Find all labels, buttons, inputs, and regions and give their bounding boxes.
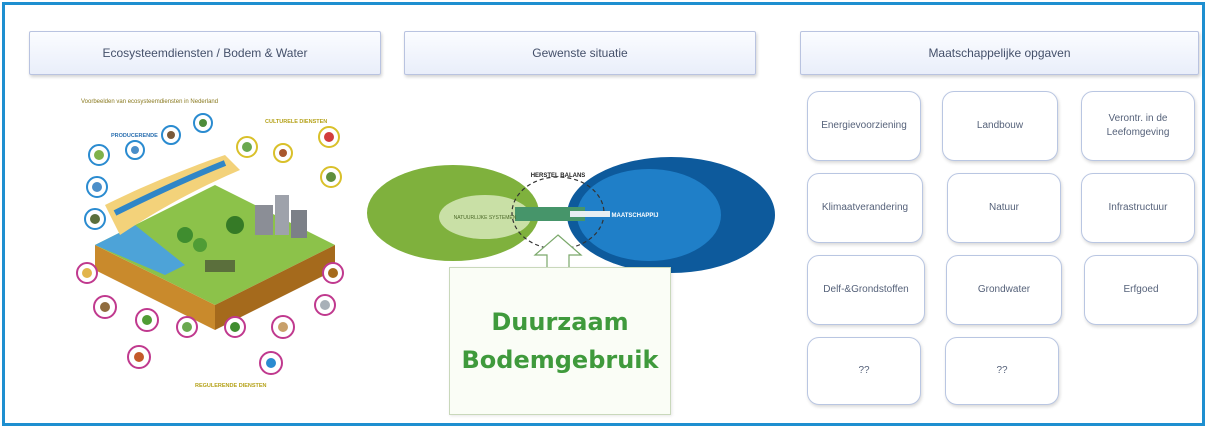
society-label: MAATSCHAPPIJ: [612, 213, 659, 219]
header-ecosysteemdiensten: Ecosysteemdiensten / Bodem & Water: [29, 31, 381, 75]
header-maatschappelijke-opgaven: Maatschappelijke opgaven: [800, 31, 1199, 75]
balance-arrow-highlight: [570, 211, 610, 217]
duurzaam-line1: Duurzaam: [491, 308, 629, 336]
slide-frame: Ecosysteemdiensten / Bodem & Water Gewen…: [2, 2, 1205, 426]
label-regulerende: REGULERENDE DIENSTEN: [195, 383, 267, 389]
up-arrow: [533, 234, 583, 275]
opgave-natuur: Natuur: [947, 173, 1061, 243]
opgave-verontreiniging: Verontr. in de Leefomgeving: [1081, 91, 1195, 161]
opgave-energievoorziening: Energievoorziening: [807, 91, 921, 161]
opgave-delf-grondstoffen: Delf-&Grondstoffen: [807, 255, 925, 325]
header-gewenste-situatie: Gewenste situatie: [404, 31, 756, 75]
ecosystem-services-illustration: Voorbeelden van ecosysteemdiensten in Ne…: [76, 99, 344, 389]
society-inner-ellipse: [577, 169, 721, 261]
nature-inner-ellipse: [439, 195, 531, 239]
opgave-klimaatverandering: Klimaatverandering: [807, 173, 923, 243]
balance-diagram: HERSTEL BALANS NATUURLIJKE SYSTEMEN MAAT…: [367, 157, 775, 275]
illustration-title: Voorbeelden van ecosysteemdiensten in Ne…: [81, 99, 218, 105]
label-culturele: CULTURELE DIENSTEN: [265, 119, 327, 125]
opgave-grondwater: Grondwater: [946, 255, 1062, 325]
opgave-infrastructuur: Infrastructuur: [1081, 173, 1195, 243]
balance-arrow-shaft: [515, 207, 585, 221]
nature-label: NATUURLIJKE SYSTEMEN: [454, 215, 517, 221]
balance-label: HERSTEL BALANS: [531, 173, 586, 179]
opgave-erfgoed: Erfgoed: [1084, 255, 1198, 325]
opgave-unknown-2: ??: [945, 337, 1059, 405]
label-producerende: PRODUCERENDE: [111, 133, 158, 139]
duurzaam-bodemgebruik-box: Duurzaam Bodemgebruik: [449, 267, 671, 415]
opgave-landbouw: Landbouw: [942, 91, 1058, 161]
icon-fills: [82, 119, 338, 368]
duurzaam-line2: Bodemgebruik: [461, 346, 659, 374]
landscape-block: [95, 155, 335, 330]
opgave-unknown-1: ??: [807, 337, 921, 405]
